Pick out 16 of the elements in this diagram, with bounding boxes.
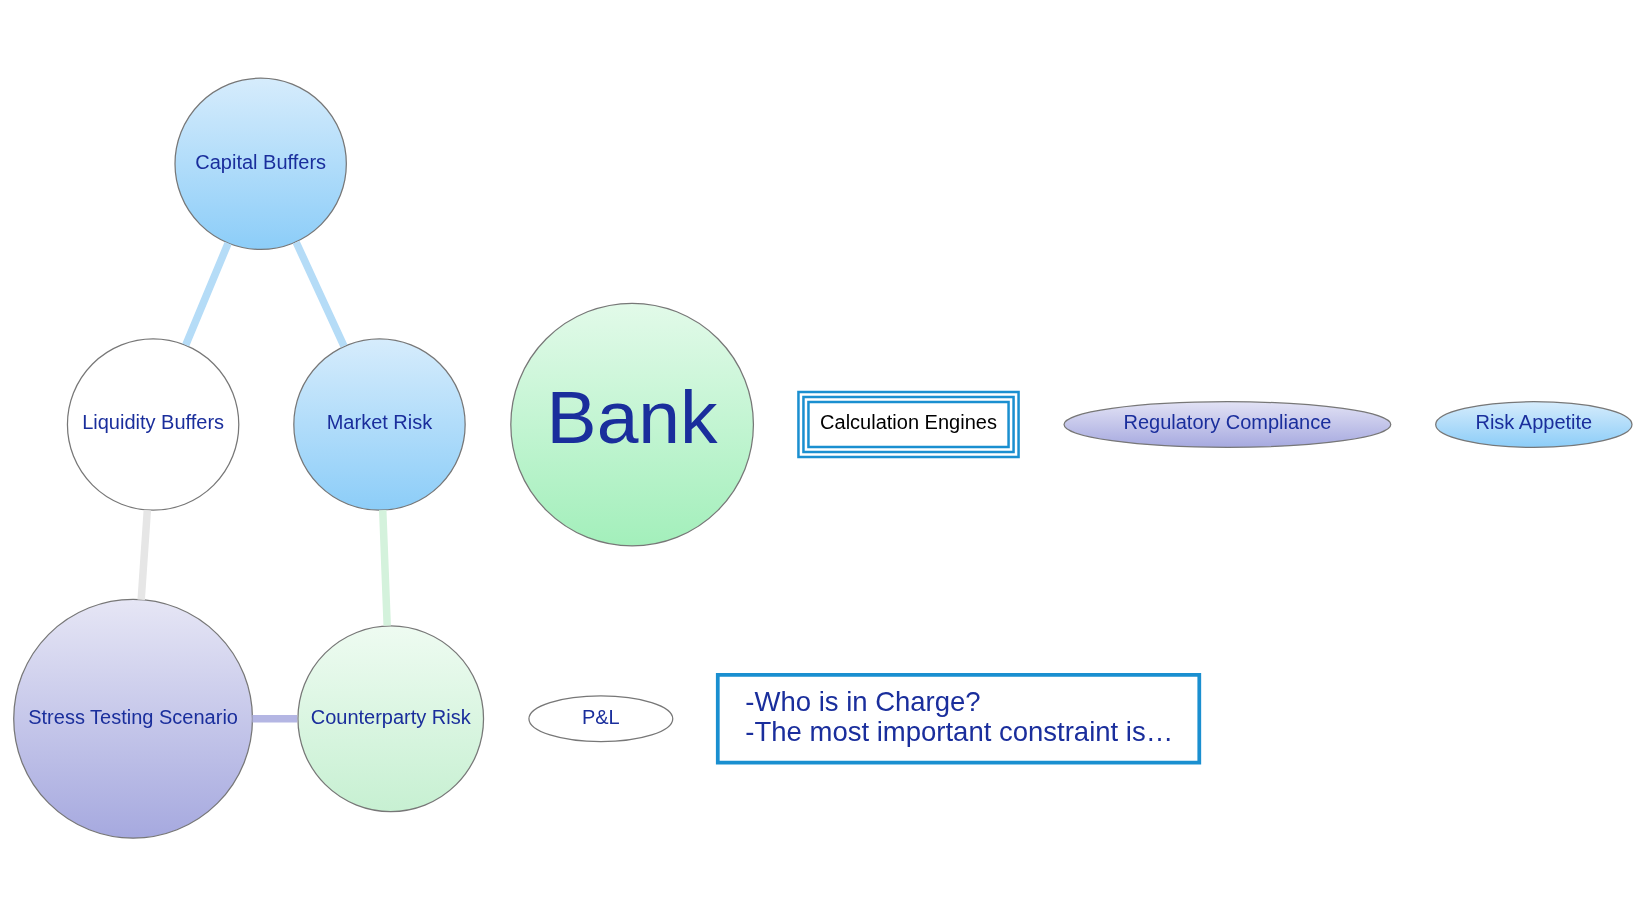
node-circle: Stress Testing Scenario xyxy=(12,598,253,839)
connector xyxy=(136,509,151,600)
node-ellipse: Risk Appetite xyxy=(1434,401,1633,449)
node-box: Calculation Engines xyxy=(796,390,1020,459)
node-circle: Counterparty Risk xyxy=(296,625,484,813)
node-ellipse: P&L xyxy=(527,695,673,743)
connector xyxy=(292,240,347,348)
node-circle: Capital Buffers xyxy=(173,77,347,251)
node-box: -Who is in Charge? -The most important constraint is… xyxy=(715,673,1201,765)
node-circle: Bank xyxy=(509,302,754,547)
node-circle: Liquidity Buffers xyxy=(66,338,239,511)
connector xyxy=(378,510,391,626)
connector xyxy=(181,241,232,347)
connector xyxy=(251,715,297,723)
node-ellipse: Regulatory Compliance xyxy=(1062,401,1391,449)
node-circle: Market Risk xyxy=(292,338,466,511)
